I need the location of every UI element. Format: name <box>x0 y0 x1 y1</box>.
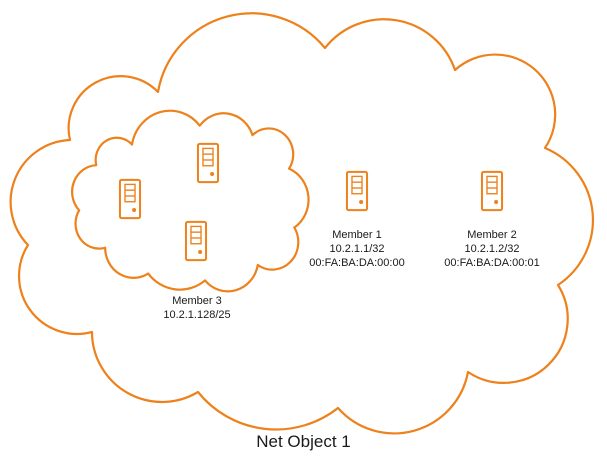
member-mac: 00:FA:BA:DA:00:00 <box>309 257 405 269</box>
diagram-title: Net Object 1 <box>256 432 351 451</box>
member-address: 10.2.1.1/32 <box>329 243 385 255</box>
member2-label: Member 2 10.2.1.2/32 00:FA:BA:DA:00:01 <box>422 228 562 270</box>
server-icon <box>345 170 369 212</box>
member1-label: Member 1 10.2.1.1/32 00:FA:BA:DA:00:00 <box>287 228 427 270</box>
member3-label: Member 3 10.2.1.128/25 <box>127 294 267 322</box>
server-icon <box>184 220 208 262</box>
server-icon <box>118 178 142 220</box>
server-icon <box>196 142 220 184</box>
server-icon <box>480 170 504 212</box>
member-address: 10.2.1.2/32 <box>464 243 520 255</box>
member-mac: 00:FA:BA:DA:00:01 <box>444 257 540 269</box>
member-name: Member 2 <box>467 229 517 241</box>
member-address: 10.2.1.128/25 <box>163 309 231 321</box>
member-name: Member 3 <box>172 295 222 307</box>
member-name: Member 1 <box>332 229 382 241</box>
